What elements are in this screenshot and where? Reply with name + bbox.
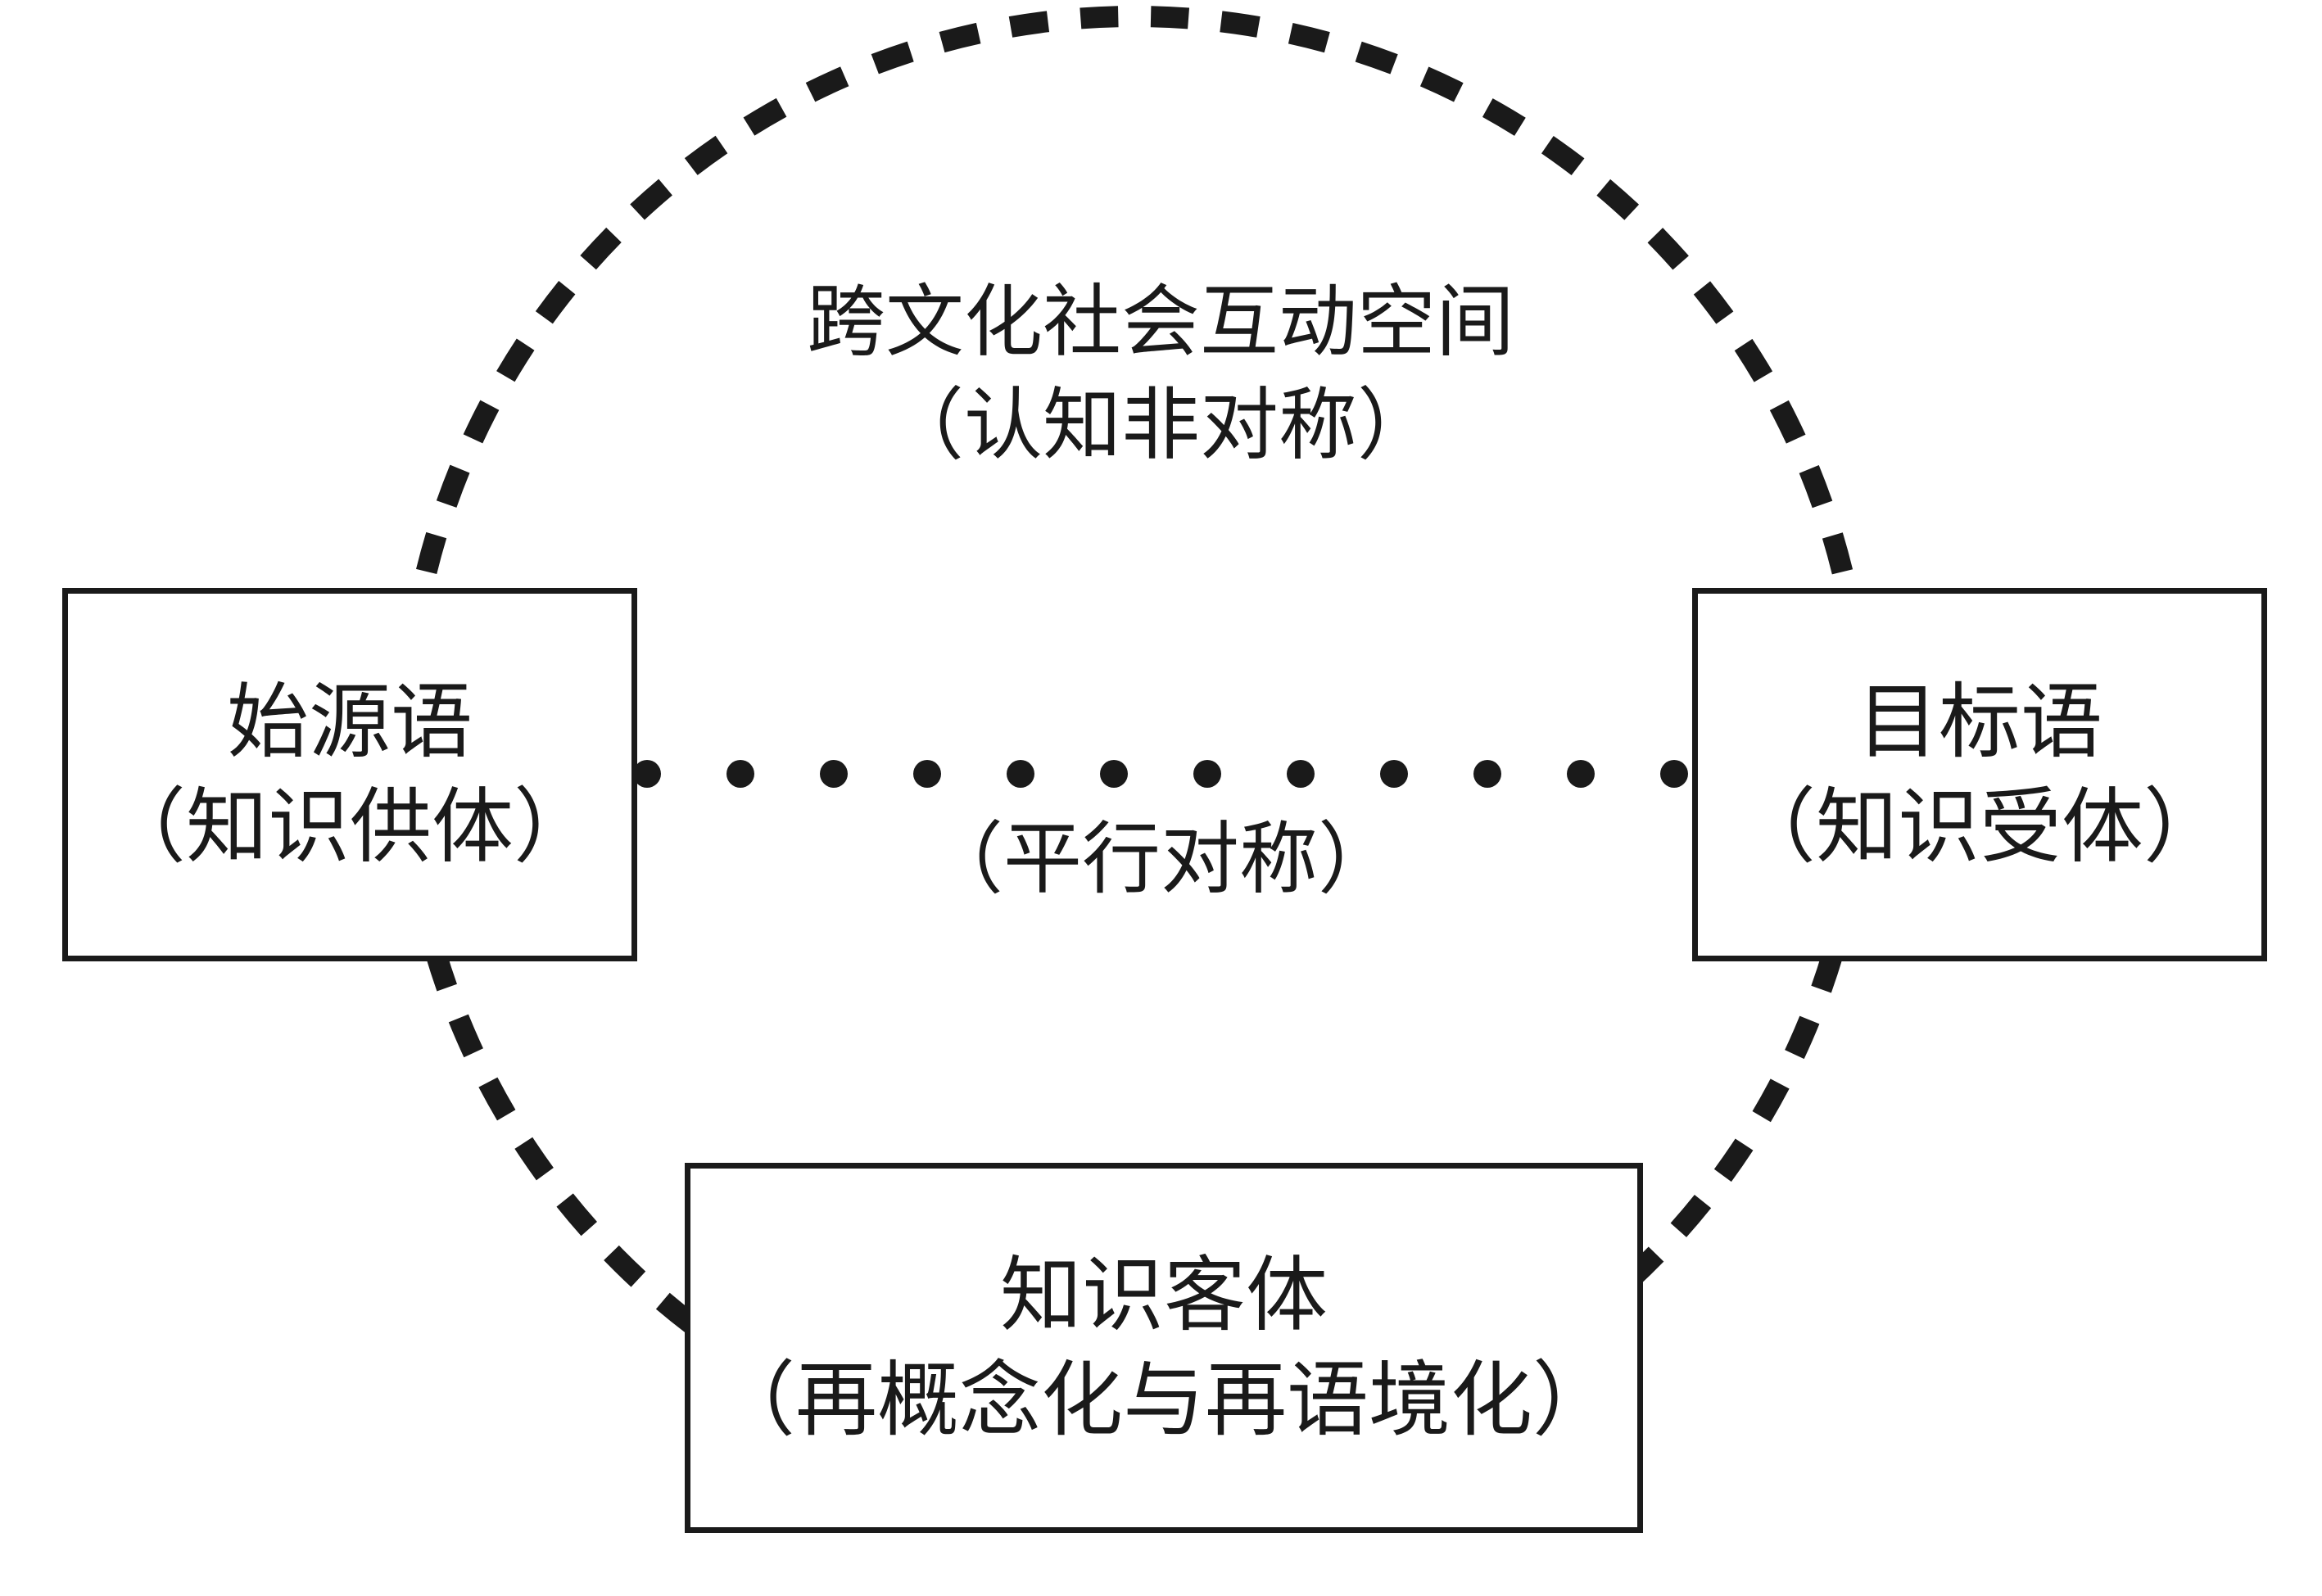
knowledge-object-box: 知识客体 （再概念化与再语境化） — [685, 1163, 1643, 1533]
knowledge-object-subtitle: （再概念化与再语境化） — [713, 1352, 1614, 1448]
source-language-box: 始源语 （知识供体） — [62, 588, 637, 961]
source-language-subtitle: （知识供体） — [104, 779, 595, 875]
knowledge-object-title: 知识客体 — [1000, 1247, 1328, 1343]
parallel-symmetry-label: （平行对称） — [925, 813, 1396, 905]
source-language-title: 始源语 — [227, 674, 473, 770]
target-language-subtitle: （知识受体） — [1734, 779, 2225, 875]
target-language-title: 目标语 — [1857, 674, 2102, 770]
interaction-space-label: 跨文化社会互动空间 （认知非对称） — [669, 270, 1652, 477]
interaction-space-subtitle: （认知非对称） — [885, 379, 1436, 471]
target-language-box: 目标语 （知识受体） — [1692, 588, 2267, 961]
interaction-space-title: 跨文化社会互动空间 — [807, 276, 1514, 368]
